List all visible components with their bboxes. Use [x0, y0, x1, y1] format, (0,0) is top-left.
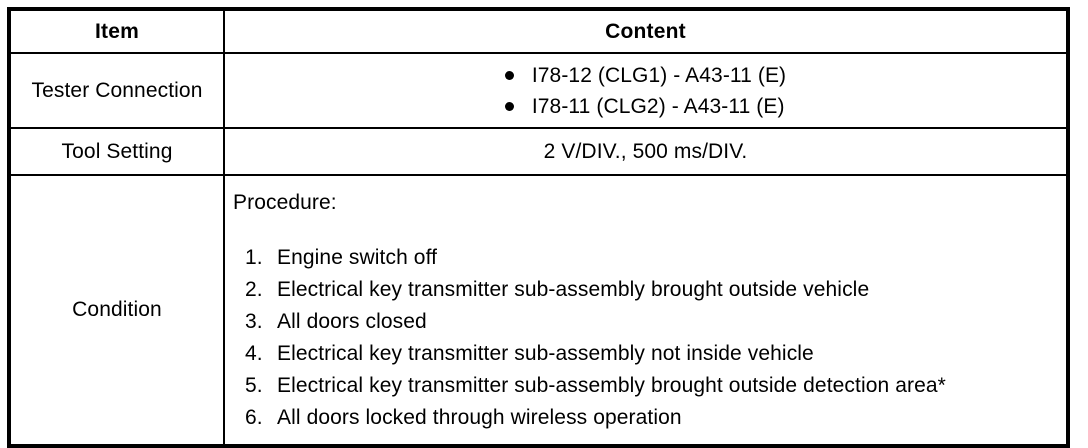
procedure-step: 5. Electrical key transmitter sub-assemb… — [233, 370, 1066, 402]
row-content-tool-setting: 2 V/DIV., 500 ms/DIV. — [223, 127, 1069, 176]
row-label-condition: Condition — [8, 174, 225, 447]
column-header-content: Content — [223, 8, 1069, 54]
table-row-tester-connection: Tester Connection I78-12 (CLG1) - A43-11… — [8, 52, 1069, 129]
row-content-tester-connection: I78-12 (CLG1) - A43-11 (E) I78-11 (CLG2)… — [223, 52, 1069, 129]
step-number: 4. — [245, 342, 263, 365]
procedure-list: 1. Engine switch off 2. Electrical key t… — [233, 242, 1066, 434]
step-text: All doors locked through wireless operat… — [277, 406, 682, 429]
step-text: Electrical key transmitter sub-assembly … — [277, 342, 814, 365]
tool-setting-value: 2 V/DIV., 500 ms/DIV. — [543, 139, 748, 163]
step-text: All doors closed — [277, 310, 427, 333]
step-number: 5. — [245, 374, 263, 397]
bullet-text: I78-11 (CLG2) - A43-11 (E) — [531, 94, 785, 118]
bullet-line: I78-12 (CLG1) - A43-11 (E) — [504, 60, 787, 91]
procedure-step: 3. All doors closed — [233, 306, 1066, 338]
row-label-tester-connection: Tester Connection — [8, 52, 225, 129]
table-row-tool-setting: Tool Setting 2 V/DIV., 500 ms/DIV. — [8, 127, 1069, 176]
step-number: 3. — [245, 310, 263, 333]
procedure-step: 6. All doors locked through wireless ope… — [233, 402, 1066, 434]
procedure-step: 4. Electrical key transmitter sub-assemb… — [233, 338, 1066, 370]
bullet-dot-icon — [504, 70, 514, 80]
table-row-condition: Condition Procedure: 1. Engine switch of… — [8, 174, 1069, 447]
procedure-step: 2. Electrical key transmitter sub-assemb… — [233, 274, 1066, 306]
procedure-block: Procedure: 1. Engine switch off 2. Elect… — [225, 176, 1066, 444]
bullet-text: I78-12 (CLG1) - A43-11 (E) — [531, 63, 787, 87]
row-content-condition: Procedure: 1. Engine switch off 2. Elect… — [223, 174, 1069, 447]
document-page: Item Content Tester Connection I78-12 (C… — [7, 7, 1070, 448]
procedure-step: 1. Engine switch off — [233, 242, 1066, 274]
step-text: Electrical key transmitter sub-assembly … — [277, 374, 946, 397]
bullet-group: I78-12 (CLG1) - A43-11 (E) I78-11 (CLG2)… — [225, 60, 1066, 122]
step-number: 2. — [245, 278, 263, 301]
step-number: 1. — [245, 246, 263, 269]
step-number: 6. — [245, 406, 263, 429]
specification-table: Item Content Tester Connection I78-12 (C… — [7, 7, 1070, 448]
step-text: Engine switch off — [277, 246, 438, 269]
bullet-list: I78-12 (CLG1) - A43-11 (E) I78-11 (CLG2)… — [504, 60, 787, 122]
step-text: Electrical key transmitter sub-assembly … — [277, 278, 870, 301]
row-label-tool-setting: Tool Setting — [8, 127, 225, 176]
bullet-dot-icon — [504, 101, 514, 111]
table-header-row: Item Content — [8, 8, 1069, 54]
column-header-item: Item — [8, 8, 225, 54]
procedure-title: Procedure: — [233, 191, 337, 214]
bullet-line: I78-11 (CLG2) - A43-11 (E) — [504, 91, 786, 122]
